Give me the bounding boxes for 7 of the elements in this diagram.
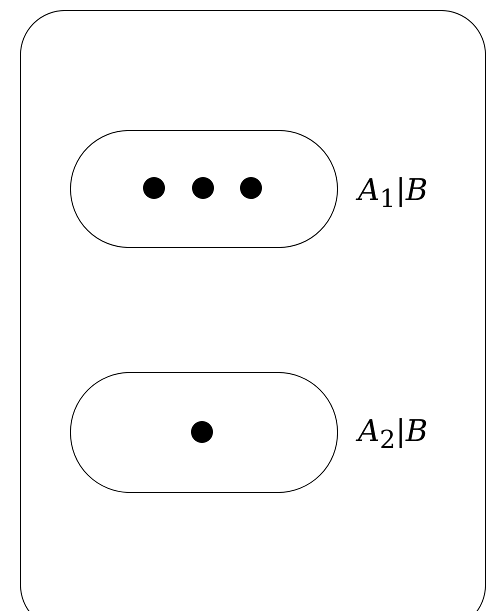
- element-dot: [240, 177, 262, 200]
- set-label: A$_{1}$|B: [358, 176, 428, 211]
- element-dot: [191, 421, 214, 444]
- element-dot: [143, 177, 166, 200]
- element-dot: [192, 177, 214, 200]
- outer-region: [20, 10, 486, 611]
- set-label: A$_{2}$|B: [358, 417, 428, 452]
